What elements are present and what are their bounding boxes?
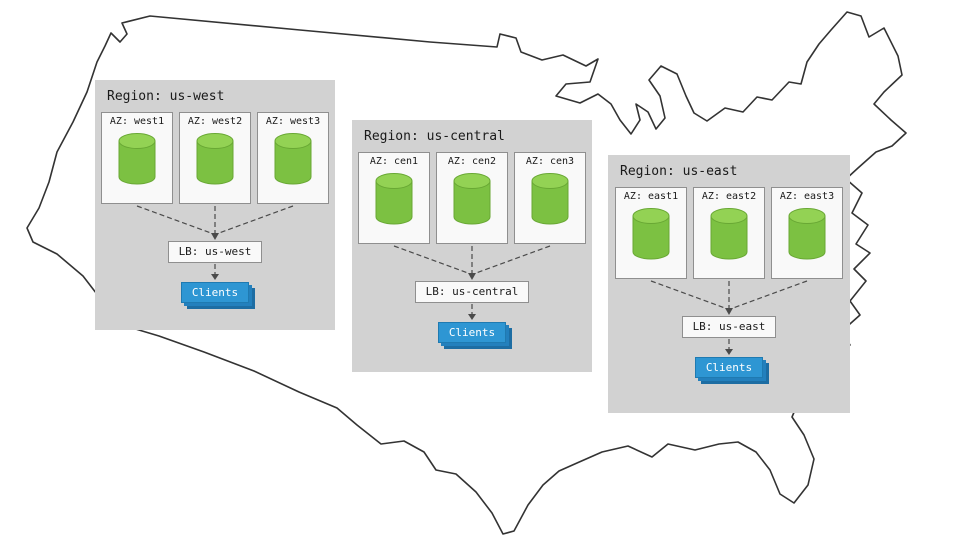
- lb-row: LB: us-east: [608, 315, 850, 338]
- az-card: AZ: west1: [101, 112, 173, 204]
- database-cylinder-icon: [453, 173, 491, 225]
- az-row: AZ: west1 AZ: west2 AZ: west3: [95, 112, 335, 204]
- load-balancer-box: LB: us-east: [681, 316, 777, 338]
- az-card: AZ: east2: [693, 187, 765, 279]
- az-row: AZ: cen1 AZ: cen2 AZ: cen3: [352, 152, 592, 244]
- clients-box: Clients: [437, 322, 507, 343]
- region-title: Region: us-east: [620, 164, 738, 179]
- region-title: Region: us-west: [107, 89, 225, 104]
- load-balancer-box: LB: us-west: [167, 241, 263, 263]
- lb-to-clients-connector: [725, 339, 733, 355]
- lb-to-clients-connector: [468, 304, 476, 320]
- az-card: AZ: cen3: [514, 152, 586, 244]
- database-cylinder-icon: [632, 208, 670, 260]
- region-title: Region: us-central: [364, 129, 505, 144]
- clients-box: Clients: [180, 282, 250, 303]
- az-card: AZ: west2: [179, 112, 251, 204]
- region-us-west: Region: us-west AZ: west1 AZ: west2 AZ: …: [95, 80, 335, 330]
- database-cylinder-icon: [710, 208, 748, 260]
- az-label: AZ: west1: [109, 116, 165, 127]
- az-to-lb-connectors: [393, 245, 551, 280]
- database-cylinder-icon: [118, 133, 156, 185]
- az-label: AZ: cen3: [525, 156, 575, 167]
- database-cylinder-icon: [375, 173, 413, 225]
- database-cylinder-icon: [788, 208, 826, 260]
- region-us-east: Region: us-east AZ: east1 AZ: east2 AZ: …: [608, 155, 850, 413]
- az-label: AZ: east3: [779, 191, 835, 202]
- database-cylinder-icon: [531, 173, 569, 225]
- load-balancer-box: LB: us-central: [414, 281, 530, 303]
- az-label: AZ: east1: [623, 191, 679, 202]
- lb-row: LB: us-west: [95, 240, 335, 263]
- clients-row: Clients: [608, 356, 850, 378]
- region-us-central: Region: us-central AZ: cen1 AZ: cen2 AZ:…: [352, 120, 592, 372]
- az-label: AZ: cen2: [447, 156, 497, 167]
- az-label: AZ: east2: [701, 191, 757, 202]
- az-card: AZ: east3: [771, 187, 843, 279]
- az-to-lb-connectors: [650, 280, 808, 315]
- database-cylinder-icon: [274, 133, 312, 185]
- clients-row: Clients: [95, 281, 335, 303]
- az-row: AZ: east1 AZ: east2 AZ: east3: [608, 187, 850, 279]
- az-card: AZ: east1: [615, 187, 687, 279]
- lb-row: LB: us-central: [352, 280, 592, 303]
- az-label: AZ: cen1: [369, 156, 419, 167]
- az-label: AZ: west3: [265, 116, 321, 127]
- clients-box: Clients: [694, 357, 764, 378]
- az-card: AZ: cen2: [436, 152, 508, 244]
- az-to-lb-connectors: [136, 205, 294, 240]
- database-cylinder-icon: [196, 133, 234, 185]
- az-card: AZ: west3: [257, 112, 329, 204]
- lb-to-clients-connector: [211, 264, 219, 280]
- clients-row: Clients: [352, 321, 592, 343]
- az-card: AZ: cen1: [358, 152, 430, 244]
- az-label: AZ: west2: [187, 116, 243, 127]
